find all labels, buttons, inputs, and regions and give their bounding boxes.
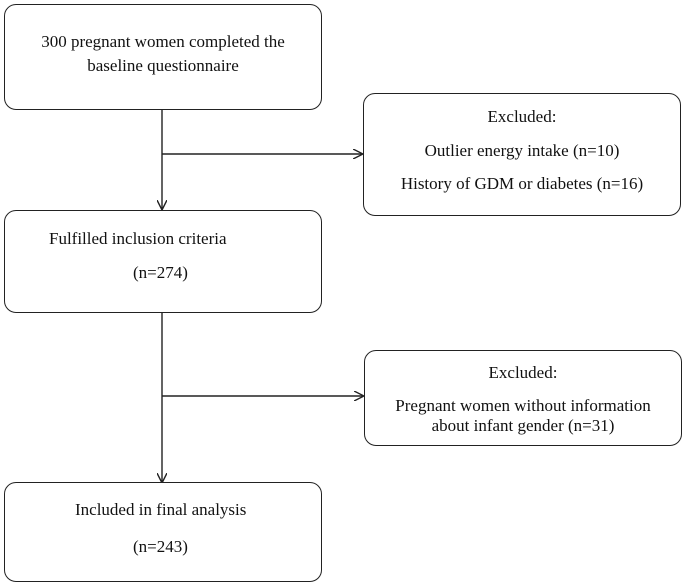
excluded-box-1: Excluded: Outlier energy intake (n=10) H… bbox=[363, 93, 681, 216]
excluded-2-title: Excluded: bbox=[488, 363, 558, 382]
inclusion-title: Fulfilled inclusion criteria bbox=[49, 229, 227, 248]
excluded-2-line-1: Pregnant women without information bbox=[395, 396, 651, 415]
excluded-1-line-1: Outlier energy intake (n=10) bbox=[424, 141, 620, 160]
baseline-line-1: 300 pregnant women completed the bbox=[41, 32, 285, 51]
excluded-1-title: Excluded: bbox=[487, 107, 557, 126]
final-box: Included in final analysis (n=243) bbox=[4, 482, 322, 582]
excluded-1-line-2: History of GDM or diabetes (n=16) bbox=[400, 174, 644, 193]
baseline-line-2: baseline questionnaire bbox=[87, 56, 239, 75]
excluded-box-2: Excluded: Pregnant women without informa… bbox=[364, 350, 682, 446]
inclusion-box: Fulfilled inclusion criteria (n=274) bbox=[4, 210, 322, 313]
baseline-box: 300 pregnant women completed the baselin… bbox=[4, 4, 322, 110]
final-title: Included in final analysis bbox=[75, 500, 247, 519]
final-count: (n=243) bbox=[133, 537, 188, 556]
inclusion-count: (n=274) bbox=[133, 263, 188, 282]
excluded-2-line-2: about infant gender (n=31) bbox=[431, 416, 615, 435]
